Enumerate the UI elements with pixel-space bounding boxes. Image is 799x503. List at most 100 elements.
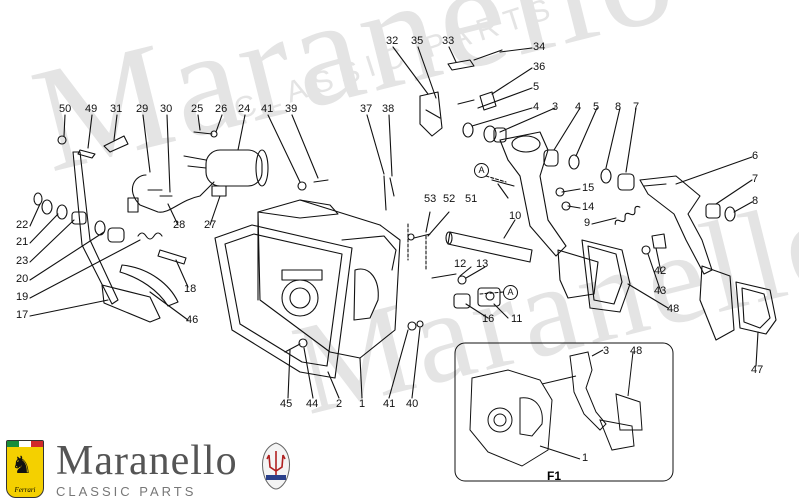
- callout-20: 20: [16, 273, 29, 285]
- arrow-marker-top: A: [474, 163, 489, 178]
- callout-26: 26: [215, 103, 228, 115]
- screw-38: [389, 177, 395, 197]
- screw-25: [193, 131, 213, 135]
- bracket-11: [477, 287, 501, 307]
- washer-5a: [462, 122, 474, 138]
- callout-39: 39: [285, 103, 298, 115]
- callout-32: 32: [386, 35, 399, 47]
- callout-inset-1: 1: [582, 452, 589, 464]
- wire-harness: [131, 174, 215, 213]
- callout-7-right: 7: [752, 173, 759, 185]
- connector-28: [127, 197, 139, 213]
- callout-21: 21: [16, 236, 29, 248]
- callout-inset-48: 48: [630, 345, 643, 357]
- bush-21b: [56, 204, 68, 220]
- callout-1: 1: [359, 398, 366, 410]
- callout-35: 35: [411, 35, 424, 47]
- spacer-23: [71, 211, 87, 225]
- callout-46: 46: [186, 314, 199, 326]
- callout-11: 11: [511, 313, 523, 325]
- callout-51: 51: [465, 193, 478, 205]
- callout-19: 19: [16, 291, 29, 303]
- bush-20b: [107, 227, 125, 243]
- callout-inset-3: 3: [603, 345, 610, 357]
- bolt-34: [473, 49, 503, 61]
- callout-47: 47: [751, 364, 764, 376]
- callout-22: 22: [16, 219, 29, 231]
- prancing-horse-icon: ♞: [11, 452, 33, 479]
- callout-8-right: 8: [752, 195, 759, 207]
- callout-9: 9: [584, 217, 591, 229]
- callout-4-left: 4: [533, 101, 540, 113]
- callout-5-right: 5: [593, 101, 600, 113]
- callout-33: 33: [442, 35, 455, 47]
- spring-19: [137, 232, 163, 240]
- callout-50: 50: [59, 103, 72, 115]
- housing-1: [257, 199, 401, 359]
- callout-42: 42: [654, 265, 667, 277]
- callout-7-top: 7: [633, 101, 640, 113]
- brand-subtitle: CLASSIC PARTS: [56, 484, 197, 499]
- spring-9: [614, 205, 641, 225]
- brake-pedal-pad: [557, 249, 599, 299]
- callout-14: 14: [582, 201, 595, 213]
- ferrari-badge-logo: ♞ Ferrari: [6, 440, 44, 498]
- bush-21: [41, 199, 53, 215]
- washer-8b: [724, 206, 736, 222]
- callout-30: 30: [160, 103, 173, 115]
- callout-17: 17: [16, 309, 29, 321]
- brand-name: Maranello: [56, 438, 238, 484]
- callout-12: 12: [454, 258, 467, 270]
- pin-18: [157, 249, 187, 265]
- pedal-rubber-46: [119, 264, 179, 307]
- callout-6: 6: [752, 150, 759, 162]
- gasket-2-inner: [224, 233, 343, 367]
- callout-41-top: 41: [261, 103, 274, 115]
- maserati-trident-icon: [262, 442, 290, 490]
- brake-pedal-arm: [499, 131, 567, 257]
- inset-f1-frame: [454, 342, 674, 482]
- bolt-45: [284, 343, 301, 353]
- callout-44: 44: [306, 398, 319, 410]
- bush-7a: [617, 173, 635, 191]
- bush-4b: [543, 149, 559, 167]
- callout-48: 48: [667, 303, 680, 315]
- right-pedal-pad: [699, 265, 735, 341]
- bush-7b: [705, 203, 721, 219]
- callout-53: 53: [424, 193, 437, 205]
- arrow-line-bottom: [479, 291, 505, 295]
- clutch-pedal-pad: [101, 284, 161, 323]
- screw-35: [457, 99, 475, 105]
- washer-26: [210, 130, 218, 138]
- inset-housing: [469, 369, 553, 467]
- callout-25: 25: [191, 103, 204, 115]
- clip-49: [77, 149, 96, 159]
- brand-logo: Maranello CLASSIC PARTS: [56, 440, 238, 499]
- inset-label-f1: F1: [547, 469, 562, 483]
- callout-34: 34: [533, 41, 546, 53]
- shaft-10: [447, 231, 533, 263]
- callout-3: 3: [552, 101, 559, 113]
- pin-37: [383, 175, 387, 211]
- housing-bore: [281, 279, 319, 317]
- gasket-2: [214, 224, 353, 379]
- bracket-32: [419, 91, 443, 137]
- screw-52: [413, 233, 431, 239]
- bush-36: [479, 91, 497, 111]
- callout-28: 28: [173, 219, 186, 231]
- nut-41a: [297, 181, 307, 191]
- callout-27: 27: [204, 219, 217, 231]
- callout-43: 43: [654, 285, 667, 297]
- bolt-39: [313, 179, 329, 183]
- callout-36: 36: [533, 61, 546, 73]
- callout-15: 15: [582, 182, 595, 194]
- inset-pedal: [569, 351, 607, 431]
- callout-49: 49: [85, 103, 98, 115]
- callout-38: 38: [382, 103, 395, 115]
- nut-40: [416, 320, 424, 328]
- callout-24: 24: [238, 103, 251, 115]
- callout-31: 31: [110, 103, 123, 115]
- right-pedal-arm: [639, 175, 713, 275]
- callout-41-bottom: 41: [383, 398, 396, 410]
- sensor-body-24: [205, 149, 263, 187]
